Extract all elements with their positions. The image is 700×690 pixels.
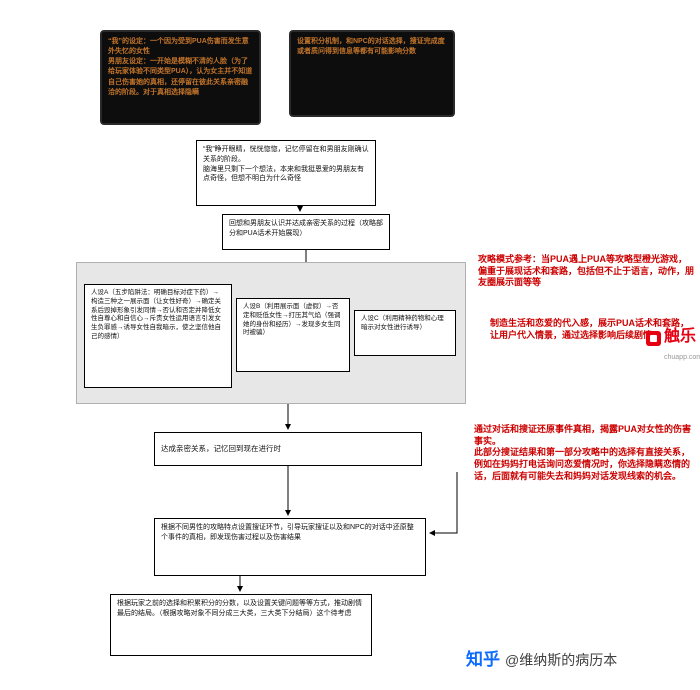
setting-box-protagonist: “我”的设定：一个因为受到PUA伤害而发生意外失忆的女性 男朋友设定：一开始是模… (100, 30, 261, 125)
chuapp-name: 触乐 (664, 328, 697, 345)
chuapp-logo-icon (646, 331, 661, 346)
annotation-immersion: 制造生活和恋爱的代入感，展示PUA话术和套路，让用户代入情景，通过选择影响后续剧… (490, 318, 690, 340)
flow-step-wake-up: “我”睁开眼睛，恍恍惚惚，记忆停留在和男朋友刚确认关系的阶段。 脑海里只剩下一个… (196, 140, 376, 206)
setting-box-scoring: 设置积分机制，和NPC的对话选择，搜证完成度或者质问得到信息等都有可能影响分数 (289, 30, 455, 117)
zhihu-author-handle: @维纳斯的病历本 (505, 652, 618, 668)
chuapp-watermark: 触乐 chuapp.com (646, 328, 700, 364)
annotation-evidence: 通过对话和搜证还原事件真相，揭露PUA对女性的伤害事实。 此部分搜证结果和第一部… (474, 424, 692, 481)
flow-step-intimacy: 达成亲密关系，记忆回到现在进行时 (154, 432, 422, 466)
persona-b-box: 人设B（利用展示面（虚假）→否定和贬低女性→打压其气焰（强调她的身份和经历）→发… (236, 298, 350, 372)
zhihu-watermark: 知乎 @维纳斯的病历本 (466, 645, 617, 670)
zhihu-logo: 知乎 (466, 650, 500, 669)
flow-step-recall: 回想和男朋友认识并达成亲密关系的过程（攻略部分和PUA话术开始展现） (222, 214, 390, 250)
chuapp-domain: chuapp.com (664, 354, 700, 361)
flow-step-investigation: 根据不同男性的攻略特点设置搜证环节，引导玩家搜证以及和NPC的对话中还原整个事件… (154, 518, 426, 576)
flow-step-ending: 根据玩家之前的选择和积累积分的分数，以及设置关键问题等等方式，推动剧情最后的结局… (110, 594, 372, 656)
persona-a-box: 人设A（五步陷阱法：明确目标对症下药）→构造三种之一展示面（让女性好奇）→确定关… (84, 284, 232, 388)
annotation-strategy-mode: 攻略模式参考：当PUA遇上PUA等攻略型橙光游戏，偏重于展现话术和套路，包括但不… (478, 254, 695, 288)
persona-c-box: 人设C（利用精神药物和心理暗示对女性进行诱导） (354, 310, 456, 356)
